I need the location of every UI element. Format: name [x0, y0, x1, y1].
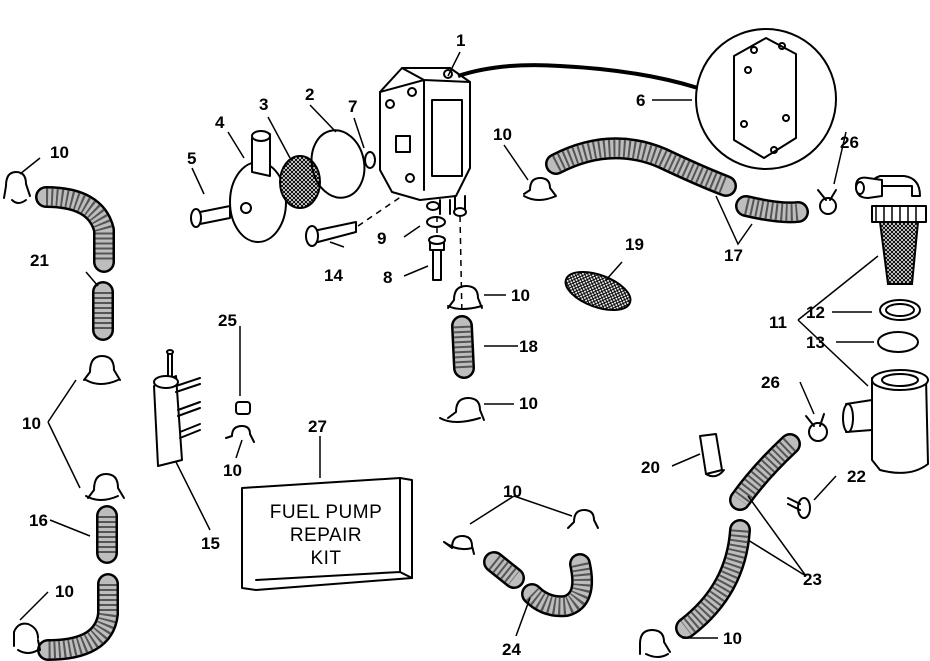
callout-25: 25 [218, 311, 237, 330]
callout-1: 1 [456, 31, 465, 50]
hose-clamp [13, 622, 41, 654]
callout-10-top-mid: 10 [493, 125, 512, 144]
fuel-pump-body [379, 67, 471, 217]
callout-27: 27 [308, 417, 327, 436]
callout-18: 18 [519, 337, 538, 356]
hose-24-elbow [521, 553, 594, 618]
alignment-line [459, 215, 463, 319]
callout-5: 5 [187, 149, 196, 168]
left-column-parts [3, 171, 125, 661]
filter-gasket [879, 299, 921, 321]
hose-17-long [545, 137, 737, 197]
callout-8: 8 [383, 268, 392, 287]
kit-box-line3: KIT [310, 548, 341, 569]
hose-clamp [639, 629, 671, 658]
callout-13: 13 [806, 333, 825, 352]
gasket-detail-callout [695, 28, 837, 170]
hose-clamp [3, 171, 31, 204]
callout-15: 15 [201, 534, 220, 553]
bracket-screw [787, 497, 811, 519]
callout-6: 6 [636, 91, 645, 110]
callout-2: 2 [305, 85, 314, 104]
callout-11: 11 [769, 313, 787, 332]
o-ring-large [877, 331, 919, 353]
callout-21: 21 [30, 251, 49, 270]
wire-clamp [817, 189, 837, 215]
o-ring-small [426, 216, 446, 228]
pump-cover [229, 130, 287, 243]
detail-leader-line [457, 63, 699, 90]
elbow-hose-upper [35, 186, 115, 273]
fuel-manifold [153, 349, 201, 467]
hose-clamp [523, 177, 557, 201]
hose-24-straight [483, 551, 525, 589]
hose-clamp [439, 397, 485, 423]
hose-clamp [225, 425, 255, 443]
callout-numbers: 1 2 3 4 5 6 7 8 9 10 10 10 10 10 10 10 1… [22, 31, 866, 659]
elbow-hose-lower [37, 573, 119, 661]
callout-19: 19 [625, 235, 644, 254]
hose-clamp [83, 355, 121, 385]
cover-screw [190, 205, 231, 228]
callout-17: 17 [724, 246, 743, 265]
check-valve-plate [564, 270, 632, 312]
rubber-sleeve [235, 401, 251, 415]
filter-element [855, 175, 927, 285]
callout-3: 3 [259, 95, 268, 114]
callout-7: 7 [348, 97, 357, 116]
callout-10-bottom-right: 10 [723, 629, 742, 648]
callout-10-left-mid: 10 [22, 414, 41, 433]
cover-gasket [310, 129, 366, 199]
callout-10-pump-upper: 10 [511, 286, 530, 305]
callout-10-kit: 10 [503, 482, 522, 501]
callout-22: 22 [847, 467, 866, 486]
hose-clamp [85, 473, 125, 501]
callout-10-top-left: 10 [50, 143, 69, 162]
callout-23: 23 [803, 570, 822, 589]
hose-clamp [567, 509, 599, 529]
short-hose-18 [451, 315, 475, 379]
hose-17-short [735, 195, 809, 224]
filter-bowl [842, 369, 929, 474]
callout-12: 12 [806, 303, 825, 322]
callout-26-lower: 26 [761, 373, 780, 392]
callout-16: 16 [29, 511, 48, 530]
callout-14: 14 [324, 266, 343, 285]
leader-lines [19, 51, 879, 639]
repair-kit-box: FUEL PUMP REPAIR KIT [241, 477, 413, 591]
hose-23-upper [729, 433, 801, 511]
callout-24: 24 [502, 640, 521, 659]
o-ring [364, 151, 376, 169]
hose-clamp [443, 535, 475, 555]
kit-box-line1: FUEL PUMP [270, 502, 383, 523]
callout-26-top: 26 [840, 133, 859, 152]
callout-10-pump-lower: 10 [519, 394, 538, 413]
fuel-screen [279, 155, 321, 209]
callout-9: 9 [377, 229, 386, 248]
alignment-line [357, 195, 403, 227]
callout-4: 4 [215, 113, 225, 132]
hose-clamp [447, 285, 483, 310]
callout-10-bottom-left: 10 [55, 582, 74, 601]
hose-23-lower [675, 519, 751, 639]
callout-10-manifold: 10 [223, 461, 242, 480]
kit-box-line2: REPAIR [290, 525, 362, 546]
mounting-screw [305, 221, 357, 247]
hose-bracket [699, 433, 725, 478]
inlet-fitting [428, 235, 446, 281]
callout-20: 20 [641, 458, 660, 477]
wire-clamp [805, 413, 828, 442]
